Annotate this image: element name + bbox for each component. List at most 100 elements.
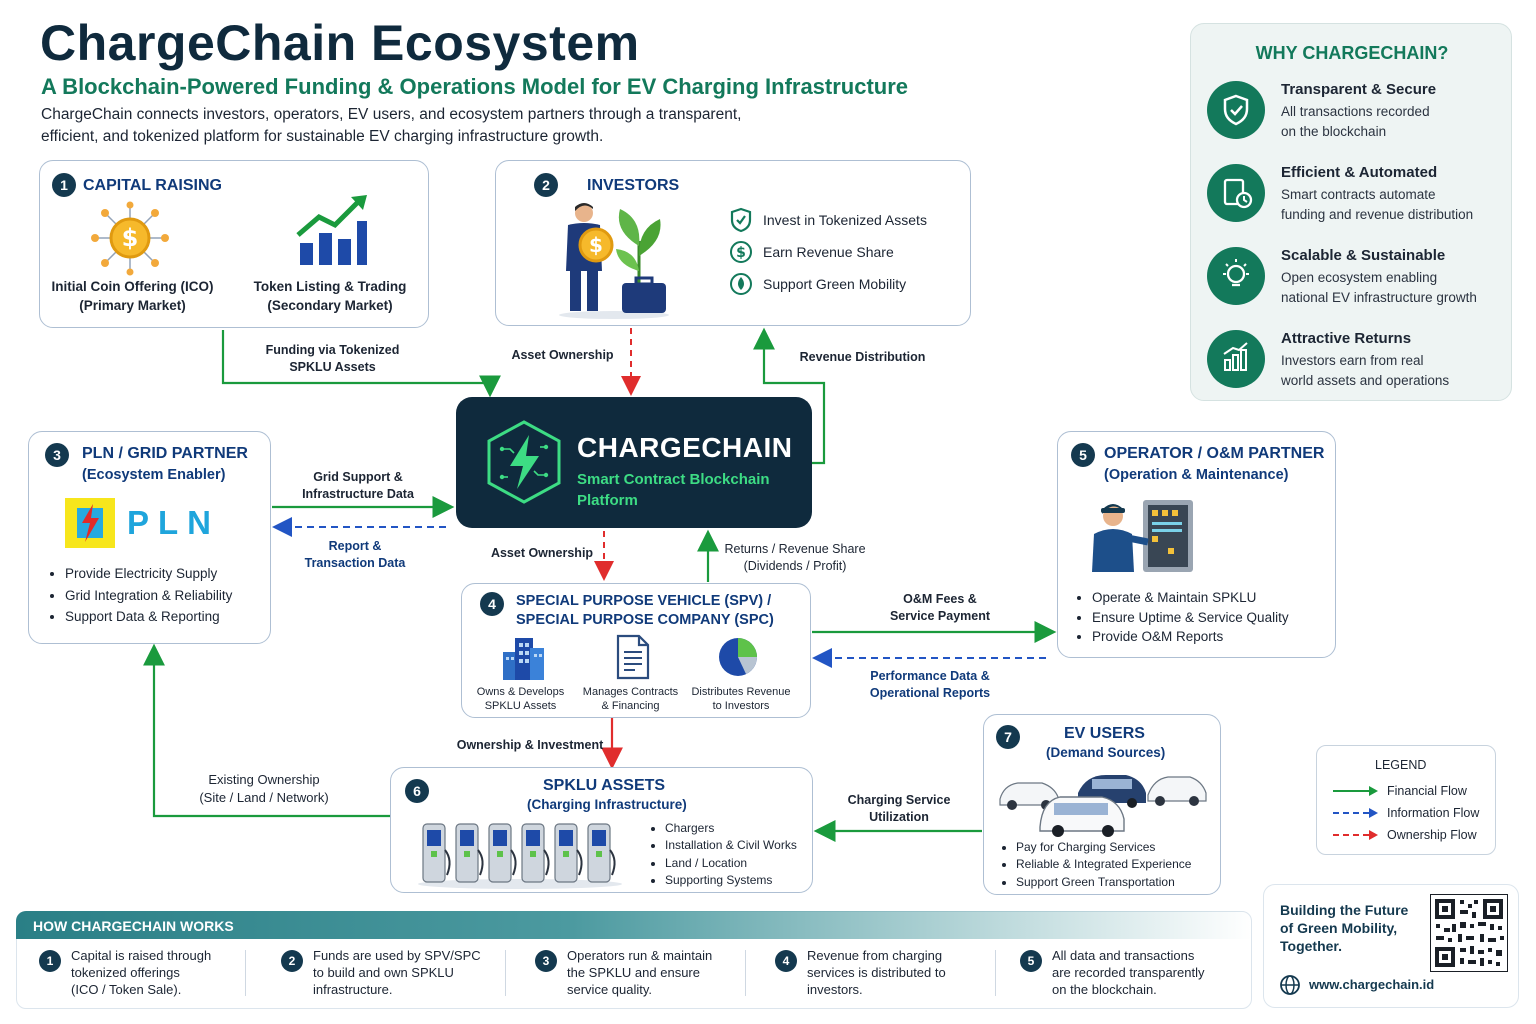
spv-card: 4 SPECIAL PURPOSE VEHICLE (SPV) / SPECIA… xyxy=(461,583,811,718)
legend-information-swatch xyxy=(1333,808,1378,818)
shield-icon xyxy=(1207,81,1265,139)
funding-flow xyxy=(221,330,501,398)
lightning-hexagon-icon xyxy=(487,420,561,504)
step-number: 7 xyxy=(996,725,1020,749)
label-line-2: Transaction Data xyxy=(304,555,406,570)
pln-list: Provide Electricity Supply Grid Integrat… xyxy=(47,563,232,628)
step-line-2: tokenized offerings xyxy=(71,964,180,980)
divider xyxy=(995,950,996,996)
why-item-returns: Attractive Returns Investors earn from r… xyxy=(1191,330,1511,400)
card-subtitle: (Operation & Maintenance) xyxy=(1104,467,1289,483)
label-line-1: O&M Fees & xyxy=(903,592,977,606)
cars-illustration xyxy=(999,775,1207,837)
step-line-2: are recorded transparently xyxy=(1052,964,1205,980)
label-line-2: Service Payment xyxy=(889,608,991,623)
spv-title: SPECIAL PURPOSE VEHICLE (SPV) / SPECIAL … xyxy=(516,592,774,630)
step-line-1: All data and transactions xyxy=(1052,948,1195,963)
investor-item-3: Support Green Mobility xyxy=(763,276,907,292)
why-desc-line-2: on the blockchain xyxy=(1281,123,1387,139)
step-line-1: Capital is raised through xyxy=(71,948,212,963)
pln-logo-text: PLN xyxy=(127,504,220,541)
step-line-1: Revenue from charging xyxy=(807,948,943,963)
ico-label: Initial Coin Offering (ICO) (Primary Mar… xyxy=(50,278,215,316)
item-line-2: & Financing xyxy=(601,700,660,713)
why-item-title: Scalable & Sustainable xyxy=(1281,247,1446,264)
operator-card: 5 OPERATOR / O&M PARTNER (Operation & Ma… xyxy=(1057,431,1336,658)
list-item: Pay for Charging Services xyxy=(1016,839,1191,856)
technician-illustration xyxy=(1092,500,1193,572)
investor-item-1: Invest in Tokenized Assets xyxy=(763,212,927,228)
page-subtitle: A Blockchain-Powered Funding & Operation… xyxy=(41,74,909,99)
label-line-1: Report & xyxy=(328,539,382,553)
page-title: ChargeChain Ecosystem xyxy=(40,15,640,71)
list-item: Supporting Systems xyxy=(665,872,797,889)
lightbulb-icon xyxy=(1207,247,1265,305)
grid-support-label: Grid Support & Infrastructure Data xyxy=(288,469,428,503)
step-line-3: (ICO / Token Sale). xyxy=(71,981,182,997)
tagline-line-3: Together. xyxy=(1280,938,1342,955)
why-item-title: Transparent & Secure xyxy=(1281,81,1437,98)
legend-title: LEGEND xyxy=(1375,758,1427,772)
legend-box: LEGEND Financial Flow Information Flow O… xyxy=(1316,745,1496,855)
item-line-1: Distributes Revenue xyxy=(691,686,791,698)
step-line-1: Operators run & maintain xyxy=(567,948,713,963)
growth-chart-icon xyxy=(296,195,367,265)
label-line-1: Performance Data & xyxy=(870,669,990,683)
pln-logo-icon xyxy=(65,498,115,548)
step-line-3: investors. xyxy=(807,981,863,997)
pln-card: 3 PLN / GRID PARTNER (Ecosystem Enabler)… xyxy=(28,431,271,644)
step-line-3: infrastructure. xyxy=(313,981,393,997)
divider xyxy=(505,950,506,996)
legend-ownership-label: Ownership Flow xyxy=(1387,828,1477,842)
existing-ownership-label: Existing Ownership (Site / Land / Networ… xyxy=(184,771,344,806)
automation-clock-icon xyxy=(1207,164,1265,222)
asset-ownership-mid-label: Asset Ownership xyxy=(490,546,594,560)
buildings-icon xyxy=(503,638,544,680)
why-desc-line-1: Smart contracts automate xyxy=(1281,187,1436,202)
step-line-2: the SPKLU and ensure xyxy=(567,964,700,980)
spv-title-line-2: SPECIAL PURPOSE COMPANY (SPC) xyxy=(516,611,774,628)
tagline-line-1: Building the Future xyxy=(1280,902,1409,918)
why-item-title: Efficient & Automated xyxy=(1281,164,1438,181)
label-line-2: SPKLU Assets xyxy=(289,359,376,374)
website-link[interactable]: www.chargechain.id xyxy=(1309,977,1435,992)
ownership-investment-label: Ownership & Investment xyxy=(456,738,604,752)
divider xyxy=(745,950,746,996)
why-item-title: Attractive Returns xyxy=(1281,330,1412,347)
globe-icon xyxy=(1280,975,1300,995)
chargechain-core: CHARGECHAIN Smart Contract Blockchain Pl… xyxy=(456,397,812,528)
card-title: OPERATOR / O&M PARTNER xyxy=(1104,445,1325,462)
why-desc-line-1: All transactions recorded xyxy=(1281,104,1430,119)
item-line-1: Owns & Develops xyxy=(476,686,565,698)
label-line-2: Infrastructure Data xyxy=(302,486,414,501)
step-line-3: service quality. xyxy=(567,981,653,997)
card-title: PLN / GRID PARTNER xyxy=(82,445,248,462)
list-item: Grid Integration & Reliability xyxy=(65,585,232,607)
intro-line-2: efficient, and tokenized platform for su… xyxy=(41,128,604,145)
why-item-desc: All transactions recorded on the blockcha… xyxy=(1281,102,1511,141)
tagline-line-2: of Green Mobility, xyxy=(1280,920,1398,937)
leaf-circle-icon xyxy=(730,273,752,295)
coin-network-icon: $ xyxy=(91,201,169,276)
token-line-1: Token Listing & Trading xyxy=(253,279,407,294)
card-title: SPKLU ASSETS xyxy=(543,777,666,794)
list-item: Support Data & Reporting xyxy=(65,606,232,628)
qr-code-icon[interactable] xyxy=(1430,894,1508,972)
operator-list: Operate & Maintain SPKLU Ensure Uptime &… xyxy=(1074,588,1289,647)
step-line-1: Funds are used by SPV/SPC xyxy=(313,948,481,963)
how-it-works-header xyxy=(16,911,1252,939)
list-item: Chargers xyxy=(665,820,797,837)
performance-data-label: Performance Data & Operational Reports xyxy=(855,668,1005,702)
charging-utilization-label: Charging Service Utilization xyxy=(838,792,960,826)
step-number: 1 xyxy=(39,950,61,972)
